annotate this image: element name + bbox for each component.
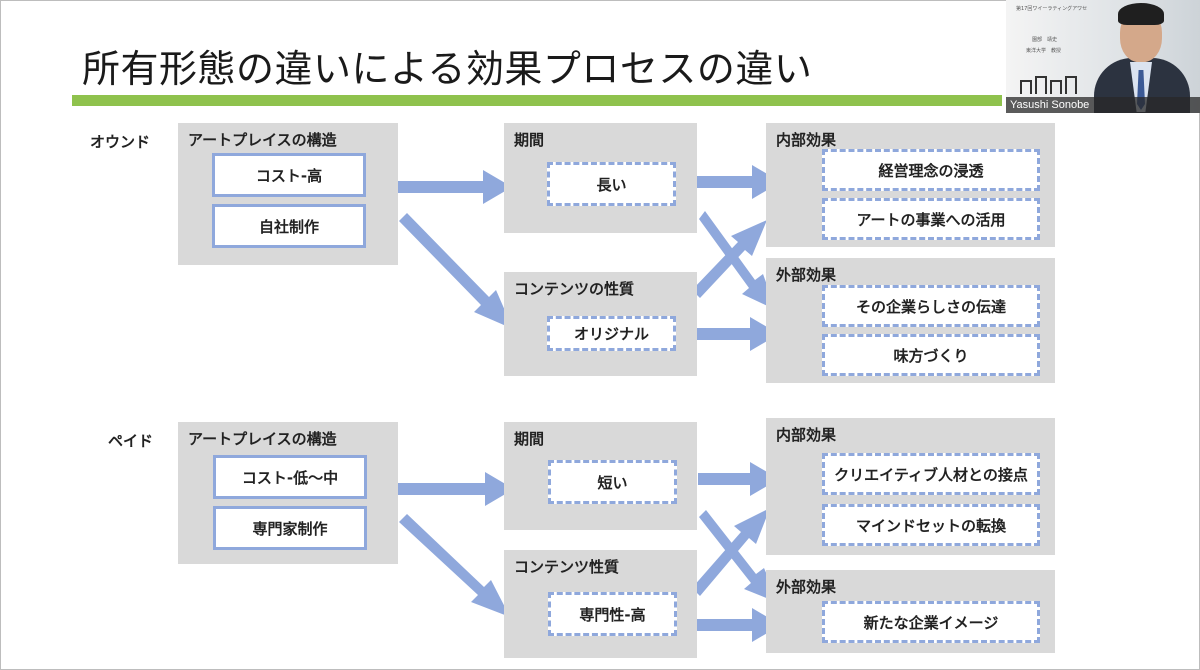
paid-external-item: 新たな企業イメージ bbox=[822, 601, 1040, 643]
owned-production-item: 自社制作 bbox=[212, 204, 366, 248]
name-bar bbox=[1006, 97, 1200, 113]
arrow-owned-content-to-internal bbox=[692, 220, 767, 298]
paid-production-item: 専門家制作 bbox=[213, 506, 367, 550]
arrow-paid-period-to-internal bbox=[698, 462, 779, 496]
webcam-overlay-line: 第17回ワイーラティングアワセ bbox=[1016, 6, 1088, 12]
owned-internal-title: 内部効果 bbox=[776, 131, 837, 149]
owned-structure-box: アートプレイスの構造 コスト-高 自社制作 bbox=[178, 123, 398, 265]
conference-logo bbox=[1020, 72, 1078, 94]
paid-cost-item: コスト-低～中 bbox=[213, 455, 367, 499]
presenter-hair bbox=[1118, 3, 1164, 25]
paid-internal-box: 内部効果 クリエイティブ人材との接点 マインドセットの転換 bbox=[766, 418, 1055, 555]
owned-external-title: 外部効果 bbox=[776, 266, 837, 284]
presenter-tie bbox=[1137, 70, 1145, 110]
owned-structure-title: アートプレイスの構造 bbox=[188, 131, 337, 149]
owned-internal-item: 経営理念の浸透 bbox=[822, 149, 1040, 191]
owned-content-box: コンテンツの性質 オリジナル bbox=[504, 272, 697, 376]
paid-external-title: 外部効果 bbox=[776, 578, 837, 596]
paid-internal-title: 内部効果 bbox=[776, 426, 837, 444]
owned-period-box: 期間 長い bbox=[504, 123, 697, 233]
owned-external-item: その企業らしさの伝達 bbox=[822, 285, 1040, 327]
arrow-paid-content-to-external bbox=[697, 608, 781, 642]
paid-external-box: 外部効果 新たな企業イメージ bbox=[766, 570, 1055, 653]
arrow-paid-period-to-external bbox=[699, 510, 779, 603]
paid-content-value: 専門性-高 bbox=[548, 592, 677, 636]
owned-period-title: 期間 bbox=[514, 131, 545, 149]
title-underline bbox=[72, 95, 1002, 106]
paid-structure-title: アートプレイスの構造 bbox=[188, 430, 337, 448]
arrow-owned-structure-to-period bbox=[398, 170, 512, 204]
owned-content-title: コンテンツの性質 bbox=[514, 280, 635, 298]
owned-external-item: 味方づくり bbox=[822, 334, 1040, 376]
paid-period-value: 短い bbox=[548, 460, 677, 504]
owned-internal-box: 内部効果 経営理念の浸透 アートの事業への活用 bbox=[766, 123, 1055, 247]
webcam-overlay-line: 東洋大学 教授 bbox=[1026, 48, 1062, 54]
owned-period-value: 長い bbox=[547, 162, 676, 206]
owned-cost-item: コスト-高 bbox=[212, 153, 366, 197]
slide-title: 所有形態の違いによる効果プロセスの違い bbox=[82, 47, 813, 91]
presenter-name: Yasushi Sonobe bbox=[1010, 99, 1090, 111]
paid-structure-box: アートプレイスの構造 コスト-低～中 専門家制作 bbox=[178, 422, 398, 564]
paid-internal-item: クリエイティブ人材との接点 bbox=[822, 453, 1040, 495]
arrow-owned-period-to-external bbox=[699, 211, 776, 310]
presenter-webcam: 第17回ワイーラティングアワセ 園部 靖史 東洋大学 教授 Yasushi So… bbox=[1006, 0, 1200, 113]
paid-period-title: 期間 bbox=[514, 430, 545, 448]
arrow-owned-period-to-internal bbox=[697, 165, 781, 199]
arrow-paid-content-to-internal bbox=[692, 508, 770, 596]
owned-external-box: 外部効果 その企業らしさの伝達 味方づくり bbox=[766, 258, 1055, 383]
section-label-owned: オウンド bbox=[90, 133, 151, 151]
paid-content-title: コンテンツ性質 bbox=[514, 558, 620, 576]
arrow-owned-structure-to-content bbox=[399, 213, 513, 329]
paid-content-box: コンテンツ性質 専門性-高 bbox=[504, 550, 697, 658]
webcam-overlay-line: 園部 靖史 bbox=[1032, 37, 1058, 43]
owned-content-value: オリジナル bbox=[547, 316, 676, 351]
paid-period-box: 期間 短い bbox=[504, 422, 697, 530]
section-label-paid: ペイド bbox=[108, 432, 154, 450]
arrow-paid-structure-to-period bbox=[398, 472, 514, 506]
owned-internal-item: アートの事業への活用 bbox=[822, 198, 1040, 240]
arrow-paid-structure-to-content bbox=[399, 514, 510, 617]
paid-internal-item: マインドセットの転換 bbox=[822, 504, 1040, 546]
arrow-owned-content-to-external bbox=[697, 317, 779, 351]
